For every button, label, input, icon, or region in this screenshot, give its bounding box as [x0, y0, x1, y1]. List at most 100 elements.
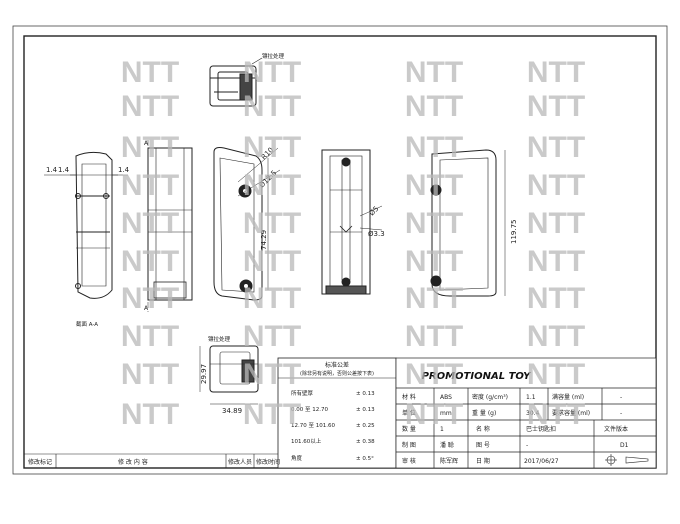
- tol-range-4: 角度: [291, 454, 303, 462]
- watermark-text: NTT: [243, 131, 301, 164]
- fill-value: -: [620, 394, 622, 401]
- revision-person: 修改人员: [228, 458, 252, 466]
- fill-label: 满容量 (ml): [552, 393, 584, 401]
- watermark-text: NTT: [121, 358, 179, 391]
- watermark-layer: NTT NTT NTT NTT NTT NTT NTT NTT NTT NTT NTT NTT NTT N…: [121, 56, 585, 431]
- note-gate-bottom: 镶拉处理: [208, 335, 231, 343]
- unit-value: mm: [440, 410, 452, 417]
- watermark-text: NTT: [527, 320, 585, 353]
- revision-text: 修改标记 修 改 内 容 修改人员 修改时间: [28, 458, 280, 466]
- watermark-text: NTT: [121, 131, 179, 164]
- reviewer-value: 陈军辉: [440, 457, 458, 465]
- drawer-value: 潘 聪: [440, 441, 454, 449]
- watermark-text: NTT: [243, 282, 301, 315]
- title-block: [395, 357, 657, 469]
- tol-value-0: ± 0.13: [356, 391, 375, 397]
- note-gate-top: 镶拉处理: [262, 52, 285, 60]
- tol-range-1: 0.00 至 12.70: [291, 406, 328, 413]
- tolerance-table: 标准公差 (除非另有说明，否则公差按下表) 所有壁厚 ± 0.13 0.00 至…: [277, 357, 397, 469]
- revision-strip: [24, 453, 278, 468]
- revision-time: 修改时间: [256, 458, 280, 466]
- watermark-text: NTT: [121, 245, 179, 278]
- watermark-text: NTT: [405, 320, 463, 353]
- gate-view-bottom: [209, 345, 259, 393]
- watermark-text: NTT: [405, 131, 463, 164]
- dwgno-value: -: [526, 442, 528, 449]
- gate-view-top: [209, 57, 263, 107]
- watermark-text: NTT: [121, 282, 179, 315]
- version-value: D1: [620, 442, 629, 449]
- outer-border: [12, 25, 668, 475]
- dim-h74-29: 74.29: [260, 230, 268, 250]
- qty-value: 1: [440, 426, 444, 433]
- watermark-text: NTT: [243, 398, 301, 431]
- dim-left-1: 1.4: [46, 166, 58, 174]
- unit-label: 单 位: [402, 409, 416, 417]
- profile-view: [213, 147, 263, 301]
- watermark-text: NTT: [243, 320, 301, 353]
- name-value: 巴士钥匙扣: [526, 425, 556, 433]
- projection-symbol: [605, 454, 649, 466]
- right-profile-view: [430, 149, 497, 297]
- watermark-text: NTT: [405, 90, 463, 123]
- watermark-text: NTT: [527, 131, 585, 164]
- title-block-text: 材 料 ABS 密度 (g/cm³) 1.1 满容量 (ml) - 单 位 mm…: [402, 393, 629, 465]
- watermark-text: NTT: [405, 245, 463, 278]
- qty-label: 数 量: [402, 425, 416, 433]
- watermark-text: NTT: [121, 90, 179, 123]
- watermark-text: NTT: [243, 169, 301, 202]
- density-value: 1.1: [526, 394, 536, 401]
- dim-w34-89: 34.89: [222, 407, 242, 415]
- watermark-text: NTT: [243, 358, 301, 391]
- material-label: 材 料: [402, 393, 416, 401]
- watermark-text: NTT: [121, 398, 179, 431]
- watermark-text: NTT: [405, 282, 463, 315]
- watermark-text: NTT: [527, 169, 585, 202]
- density-label: 密度 (g/cm³): [472, 393, 508, 401]
- name-label: 名 称: [476, 425, 490, 433]
- dim-h29-97: 29.97: [200, 364, 208, 384]
- weight-label: 重 量 (g): [472, 409, 496, 417]
- tol-value-2: ± 0.25: [356, 423, 375, 429]
- watermark-text: NTT: [527, 245, 585, 278]
- watermark-text: NTT: [405, 169, 463, 202]
- req-label: 要求容量 (ml): [552, 409, 590, 417]
- watermark-text: NTT: [405, 358, 463, 391]
- watermark-text: NTT: [121, 207, 179, 240]
- watermark-text: NTT: [527, 358, 585, 391]
- watermark-text: NTT: [243, 207, 301, 240]
- side-view: [147, 140, 193, 312]
- watermark-text: NTT: [121, 320, 179, 353]
- req-value: -: [620, 410, 622, 417]
- watermark-text: NTT: [243, 245, 301, 278]
- company-title: PROMOTIONAL TOY: [422, 371, 533, 382]
- watermark-text: NTT: [121, 169, 179, 202]
- section-view: [70, 151, 118, 299]
- watermark-text: NTT: [527, 398, 585, 431]
- front-view: [321, 149, 371, 295]
- note-section-label: 截面 A-A: [76, 320, 98, 328]
- tol-range-3: 101.60以上: [291, 437, 322, 445]
- tolerance-title: 标准公差: [325, 361, 349, 369]
- review-label: 审 核: [402, 457, 416, 465]
- watermark-text: NTT: [243, 90, 301, 123]
- watermark-text: NTT: [121, 56, 179, 89]
- tol-value-4: ± 0.5°: [356, 456, 374, 462]
- section-mark-a1: A: [144, 140, 149, 147]
- dimension-lines: [44, 147, 506, 405]
- watermark-text: NTT: [405, 207, 463, 240]
- dim-d3-3: Ø3.3: [368, 230, 385, 238]
- dwgno-label: 图 号: [476, 442, 490, 449]
- watermark-text: NTT: [527, 282, 585, 315]
- tol-range-0: 所有壁厚: [291, 389, 314, 397]
- revision-content: 修 改 内 容: [118, 458, 148, 466]
- version-label: 文件版本: [604, 425, 628, 433]
- tol-value-3: ± 0.38: [356, 439, 375, 445]
- watermark-text: NTT: [405, 398, 463, 431]
- watermark-text: NTT: [527, 207, 585, 240]
- drawing-views: [44, 57, 506, 405]
- dim-left-2: 1.4: [58, 166, 70, 174]
- material-value: ABS: [440, 394, 452, 401]
- tol-range-2: 12.70 至 101.60: [291, 422, 335, 429]
